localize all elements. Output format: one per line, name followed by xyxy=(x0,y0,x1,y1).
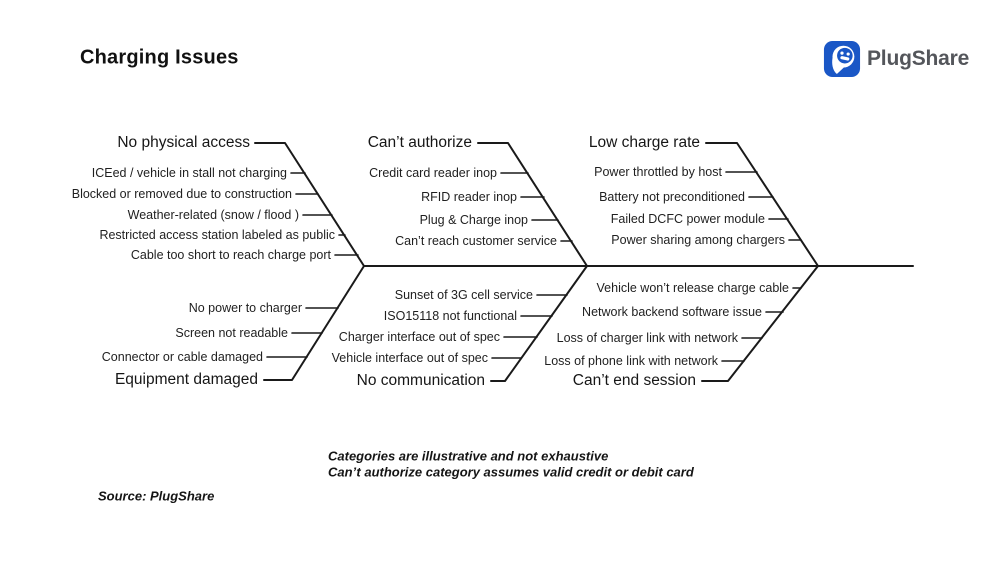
cause-label: Charger interface out of spec xyxy=(338,330,500,344)
cause-label: Credit card reader inop xyxy=(369,166,497,180)
source-credit: Source: PlugShare xyxy=(98,488,215,504)
cause-label: RFID reader inop xyxy=(421,190,517,204)
cause-label: Can’t reach customer service xyxy=(395,234,557,248)
cause-label: Vehicle won’t release charge cable xyxy=(596,281,789,295)
category-label-cant-end-session: Can’t end session xyxy=(572,372,696,389)
category-label-no-communication: No communication xyxy=(356,372,485,389)
cause-label: Screen not readable xyxy=(175,326,288,340)
category-label-low-charge-rate: Low charge rate xyxy=(588,134,700,151)
cause-label: Plug & Charge inop xyxy=(419,213,528,227)
plugshare-logo: PlugShare xyxy=(823,40,969,78)
cause-label: Vehicle interface out of spec xyxy=(331,351,488,365)
cause-label: ISO15118 not functional xyxy=(383,309,517,323)
cause-label: Loss of charger link with network xyxy=(556,331,738,345)
plugshare-head-plug-icon xyxy=(823,40,861,78)
plugshare-wordmark: PlugShare xyxy=(867,47,970,70)
cause-label: Power throttled by host xyxy=(594,165,722,179)
cause-label: Network backend software issue xyxy=(582,305,762,319)
category-label-no-physical-access: No physical access xyxy=(117,134,250,151)
cause-label: No power to charger xyxy=(188,301,302,315)
cause-label: Blocked or removed due to construction xyxy=(71,187,292,201)
branch-line-low-charge-rate xyxy=(705,142,819,267)
page-title: Charging Issues xyxy=(80,46,239,69)
cause-label: Restricted access station labeled as pub… xyxy=(99,228,335,242)
category-label-equipment-damaged: Equipment damaged xyxy=(114,371,258,388)
cause-label: Connector or cable damaged xyxy=(101,350,263,364)
cause-label: Failed DCFC power module xyxy=(610,212,765,226)
cause-label: Cable too short to reach charge port xyxy=(130,248,331,262)
cause-label: Sunset of 3G cell service xyxy=(394,288,533,302)
cause-label: Power sharing among chargers xyxy=(611,233,785,247)
cause-label: Weather-related (snow / flood ) xyxy=(127,208,299,222)
category-label-cant-authorize: Can’t authorize xyxy=(367,134,472,151)
footnote-line-1: Categories are illustrative and not exha… xyxy=(328,448,609,464)
cause-label: ICEed / vehicle in stall not charging xyxy=(91,166,287,180)
cause-label: Battery not preconditioned xyxy=(599,190,745,204)
footnote-line-2: Can’t authorize category assumes valid c… xyxy=(328,464,694,480)
cause-label: Loss of phone link with network xyxy=(544,354,718,368)
